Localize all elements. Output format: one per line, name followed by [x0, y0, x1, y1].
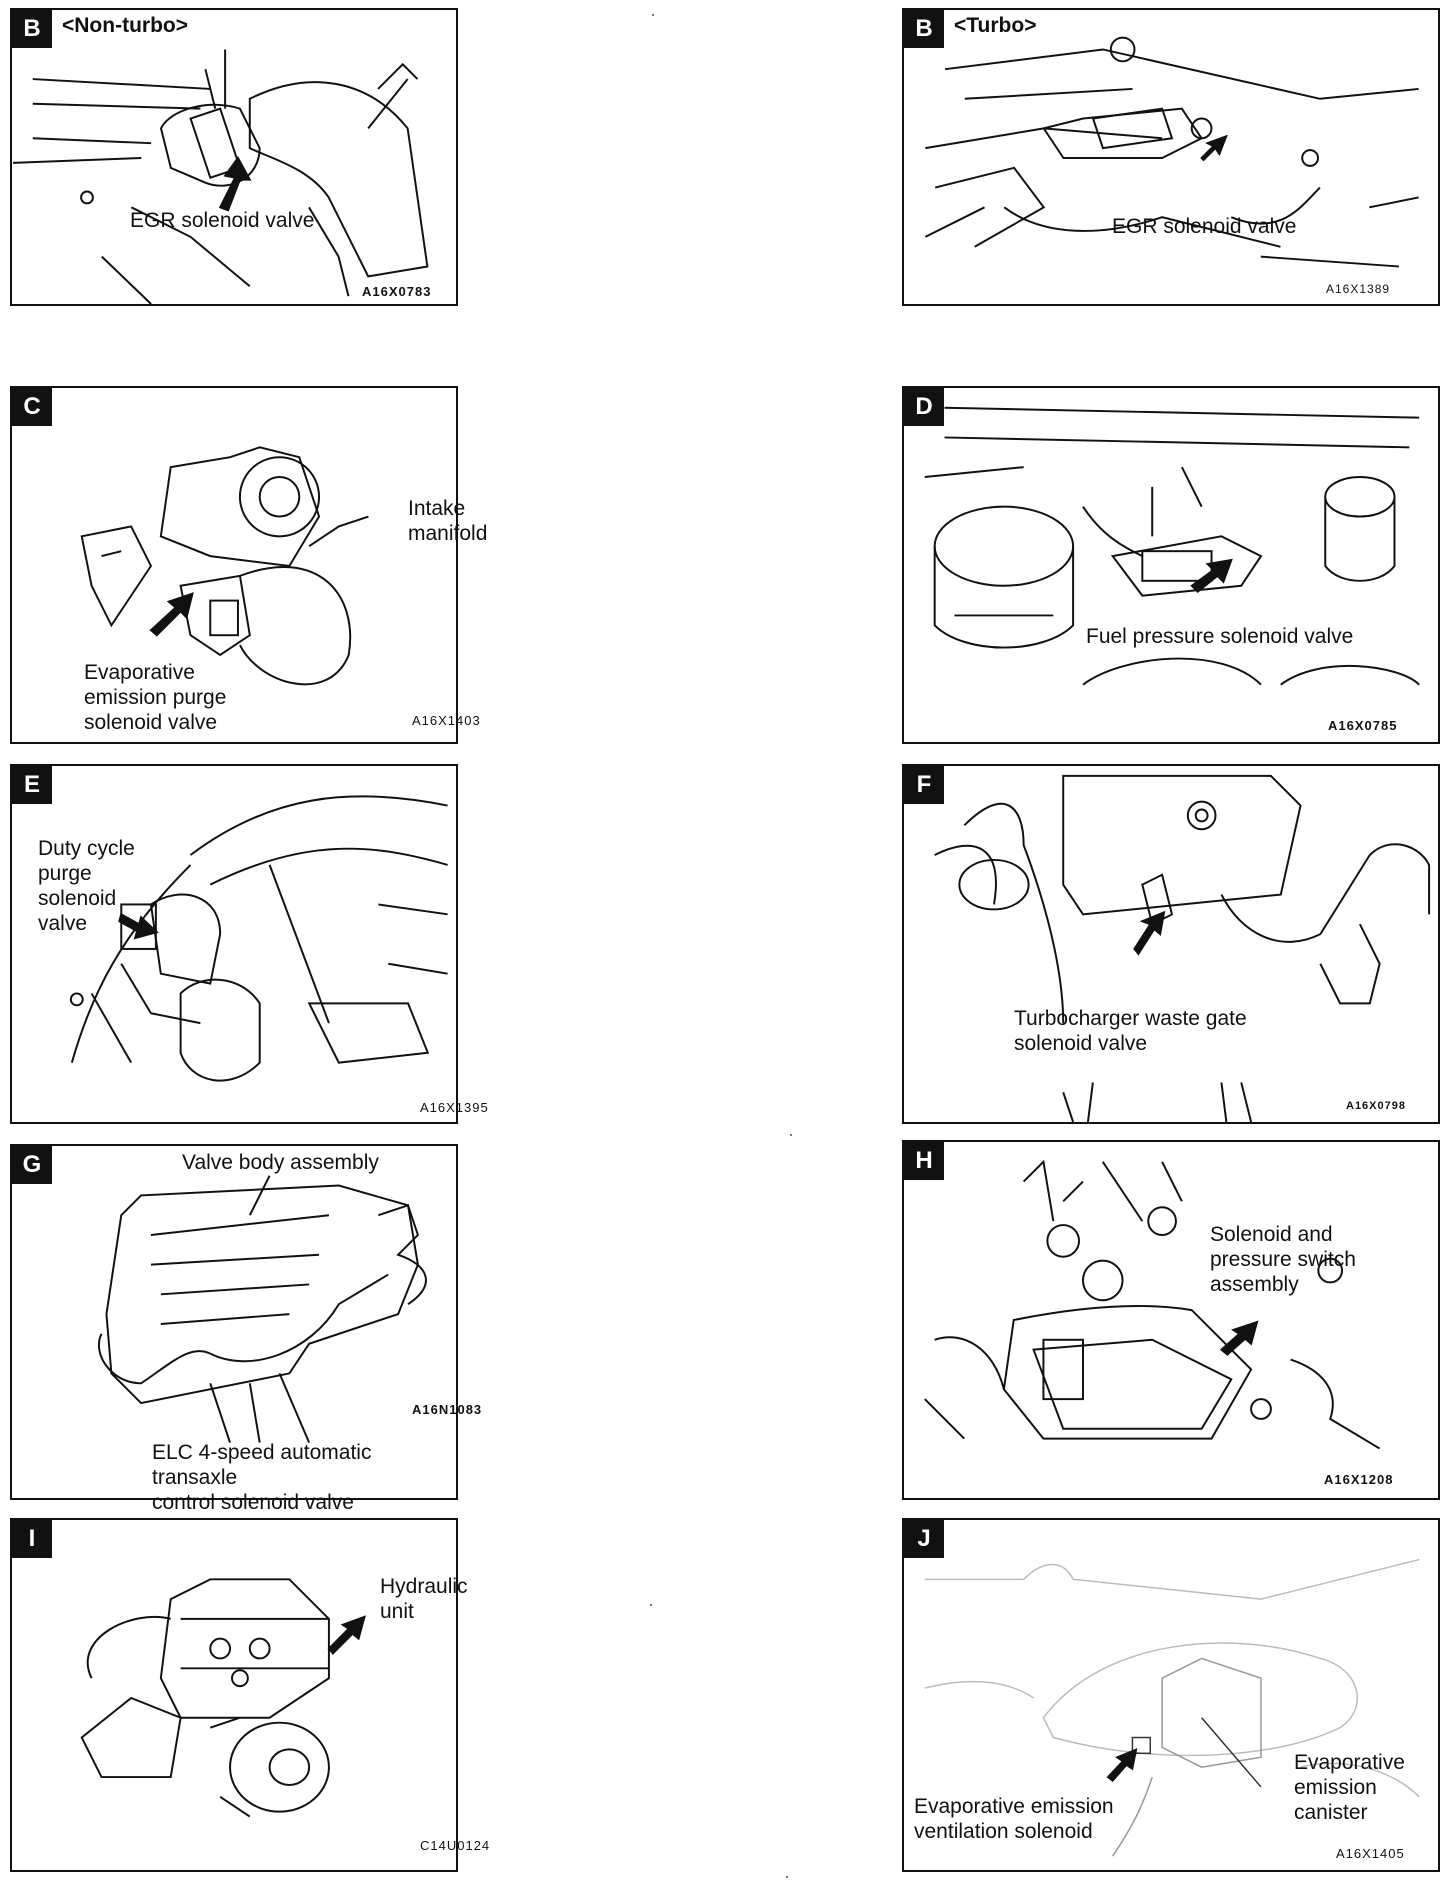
- figure-code: A16X0785: [1328, 718, 1398, 733]
- panel-b-nonturbo: B <Non-turbo> EGR solenoid valve A16X078…: [10, 8, 458, 306]
- scan-speck: [652, 14, 654, 16]
- panel-e: E Duty cycle purge solenoid valve A16X13…: [10, 764, 488, 1124]
- egr-solenoid-label: EGR solenoid valve: [1112, 215, 1297, 238]
- panel-c: C Intake manifold Evaporative emission p…: [10, 386, 487, 744]
- waste-gate-illustration: [934, 774, 1431, 1123]
- figure-code: A16X1395: [420, 1100, 489, 1115]
- panel-letter: B: [12, 10, 52, 48]
- fuel-pressure-solenoid-label: Fuel pressure solenoid valve: [1086, 625, 1354, 648]
- solenoid-pressure-switch-illustration: [924, 1159, 1381, 1450]
- canister-illustration: [924, 1558, 1420, 1857]
- valve-body-illustration: [97, 1175, 427, 1444]
- scan-speck: [650, 1604, 652, 1606]
- scan-speck: [786, 1876, 788, 1878]
- figure-code: A16X1208: [1324, 1472, 1394, 1487]
- figure-code: A16X0798: [1346, 1100, 1406, 1112]
- scan-speck: [790, 1134, 792, 1136]
- figure-code: A16X1389: [1326, 282, 1391, 296]
- figure-code: A16X0783: [362, 284, 432, 299]
- egr-turbo-illustration: [924, 36, 1419, 268]
- panel-letter: E: [12, 766, 52, 804]
- panel-g: G Valve body assembly A16N1083 ELC 4-spe…: [10, 1144, 481, 1514]
- panel-h: H Solenoid and pressure switch assembly …: [902, 1140, 1440, 1500]
- panel-letter: B: [904, 10, 944, 48]
- panel-j: J Evaporative emission canister Evaporat…: [902, 1518, 1440, 1872]
- valve-body-assembly-label: Valve body assembly: [182, 1151, 379, 1174]
- canister-label: Evaporative emission canister: [1294, 1751, 1405, 1824]
- duty-cycle-solenoid-label: Duty cycle purge solenoid valve: [38, 837, 135, 935]
- panel-letter: I: [12, 1520, 52, 1558]
- panel-letter: H: [904, 1142, 944, 1180]
- panel-letter: G: [12, 1146, 52, 1184]
- hydraulic-unit-label: Hydraulic unit: [380, 1575, 468, 1623]
- figure-code: A16N1083: [412, 1402, 483, 1417]
- intake-manifold-illustration: [80, 446, 369, 686]
- hydraulic-unit-illustration: [80, 1578, 366, 1818]
- duty-cycle-illustration: [69, 795, 448, 1082]
- panel-letter: F: [904, 766, 944, 804]
- panel-i: I Hydraulic unit C14U0124: [10, 1518, 489, 1872]
- fuel-pressure-illustration: [924, 406, 1420, 686]
- solenoid-switch-assembly-label: Solenoid and pressure switch assembly: [1210, 1223, 1356, 1296]
- panel-subtitle: <Non-turbo>: [62, 14, 188, 37]
- figure-code: A16X1405: [1336, 1846, 1405, 1861]
- panel-d: D Fuel pressure solenoid valve A16X0785: [902, 386, 1440, 744]
- panel-letter: J: [904, 1520, 944, 1558]
- waste-gate-solenoid-label: Turbocharger waste gate solenoid valve: [1014, 1007, 1247, 1055]
- ventilation-solenoid-label: Evaporative emission ventilation solenoi…: [914, 1795, 1114, 1843]
- panel-f: F Turbocharger waste gate solenoid valve…: [902, 764, 1440, 1124]
- elc-solenoid-label: ELC 4-speed automatic transaxle control …: [152, 1441, 372, 1514]
- egr-solenoid-label: EGR solenoid valve: [130, 209, 315, 232]
- figure-code: C14U0124: [420, 1838, 491, 1853]
- panel-letter: C: [12, 388, 52, 426]
- figure-code: A16X1403: [412, 713, 481, 728]
- egr-nonturbo-illustration: [12, 49, 429, 305]
- panel-b-turbo: B <Turbo> EGR solenoid valve A16X1389: [902, 8, 1440, 306]
- panel-letter: D: [904, 388, 944, 426]
- intake-manifold-label: Intake manifold: [408, 497, 488, 545]
- panel-subtitle: <Turbo>: [954, 14, 1037, 37]
- purge-solenoid-label: Evaporative emission purge solenoid valv…: [84, 661, 227, 734]
